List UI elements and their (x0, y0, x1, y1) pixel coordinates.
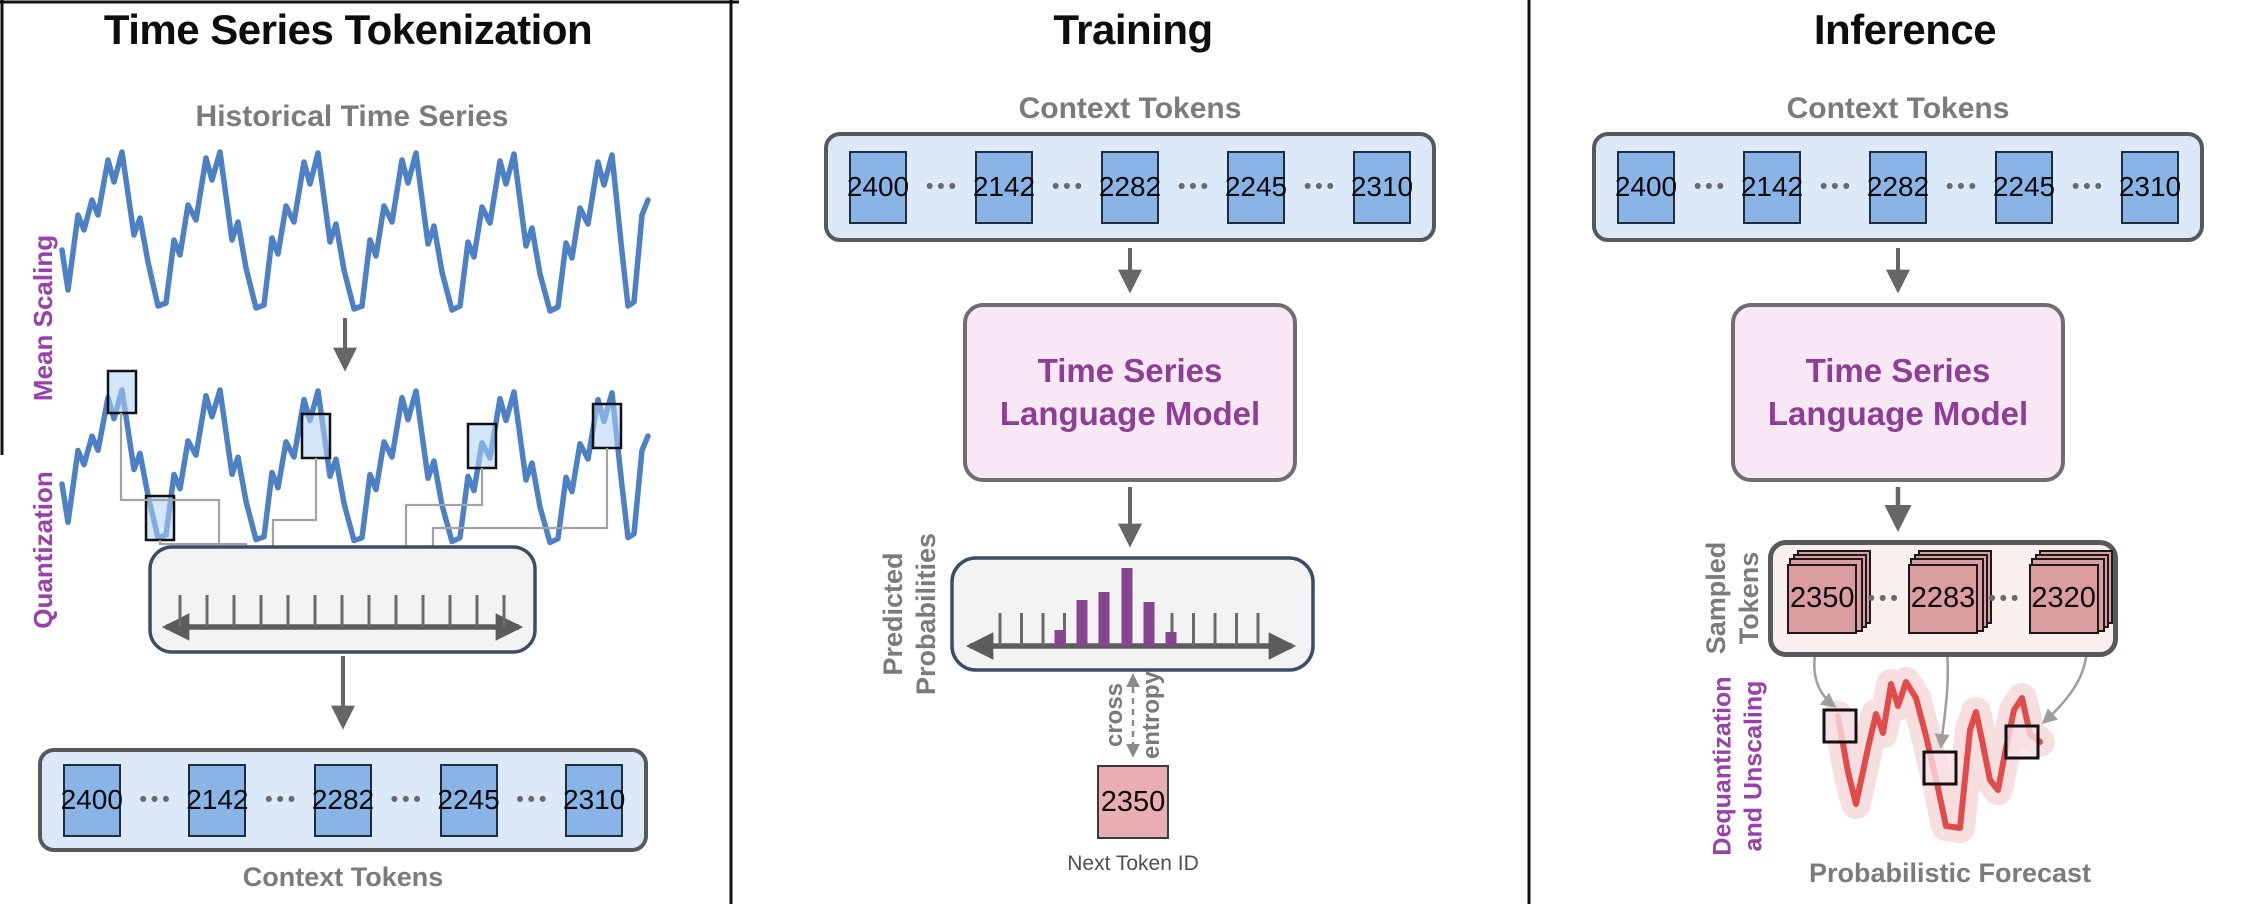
quantization-ticks (178, 595, 506, 627)
sampled-token-stack: 2320 (2028, 563, 2099, 634)
token: 2245 (1225, 150, 1287, 224)
token: 2400 (1615, 150, 1677, 224)
context-tokens-label-training: Context Tokens (1018, 92, 1242, 125)
probabilistic-forecast-label: Probabilistic Forecast (1808, 858, 2092, 888)
ellipsis-dots: ••• (925, 175, 960, 198)
ellipsis-dots: ••• (390, 788, 425, 811)
model-label-line2: Language Model (999, 394, 1261, 432)
ellipsis-dots: ••• (1945, 175, 1980, 198)
histogram-bar (1121, 568, 1133, 646)
predicted-probabilities-label: Predicted Probabilities (878, 532, 941, 696)
token: 2282 (312, 763, 374, 837)
ellipsis-dots: ••• (265, 788, 300, 811)
histogram-bar (1143, 602, 1155, 646)
context-tokens-box-tokenization: 2400 ••• 2142 ••• 2282 ••• 2245 ••• 2310 (38, 748, 648, 852)
model-label-line1: Time Series (1805, 351, 1991, 389)
panel-title-inference: Inference (1813, 6, 1997, 53)
context-tokens-label-inference: Context Tokens (1786, 92, 2010, 125)
token: 2142 (186, 763, 249, 837)
context-tokens-box-inference: 2400 ••• 2142 ••• 2282 ••• 2245 ••• 2310 (1592, 132, 2204, 242)
token: 2142 (1741, 150, 1803, 224)
token: 2245 (1993, 150, 2055, 224)
panel-title-tokenization: Time Series Tokenization (103, 6, 593, 53)
context-tokens-label-tokenization: Context Tokens (242, 862, 444, 892)
token: 2400 (61, 763, 123, 837)
ellipsis-dots: ••• (1693, 175, 1728, 198)
ellipsis-dots: ••• (516, 788, 551, 811)
model-label-line1: Time Series (1037, 351, 1223, 389)
ellipsis-dots: ••• (1867, 586, 1902, 610)
context-tokens-box-training: 2400 ••• 2142 ••• 2282 ••• 2245 ••• 2310 (824, 132, 1436, 242)
histogram-bar (1076, 600, 1088, 646)
mean-scaling-label: Mean Scaling (28, 234, 59, 402)
ellipsis-dots: ••• (1177, 175, 1212, 198)
histogram-bar (1098, 592, 1110, 646)
histogram-bars (1054, 568, 1177, 646)
panel-title-training: Training (1053, 6, 1213, 53)
ellipsis-dots: ••• (139, 788, 174, 811)
dequantized-point-boxes (1822, 708, 2040, 786)
quantization-label: Quantization (28, 471, 59, 629)
ellipsis-dots: ••• (1988, 586, 2023, 610)
ellipsis-dots: ••• (1051, 175, 1086, 198)
token: 2245 (437, 763, 500, 837)
ellipsis-dots: ••• (2071, 175, 2106, 198)
next-token-id-box: 2350 (1097, 765, 1169, 839)
dequantization-unscaling-label: Dequantization and Unscaling (1708, 676, 1768, 856)
token: 2310 (2119, 150, 2181, 224)
sampled-tokens-box: 2350 ••• 2283 ••• 2320 (1768, 540, 2118, 657)
token: 2282 (1099, 150, 1161, 224)
sampled-tokens-label: Sampled Tokens (1701, 541, 1764, 655)
ellipsis-dots: ••• (1303, 175, 1338, 198)
token: 2282 (1867, 150, 1929, 224)
cross-entropy-label: cross entropy (1100, 670, 1165, 760)
token: 2142 (973, 150, 1035, 224)
historical-series-line (59, 149, 651, 314)
time-series-language-model-inference: Time Series Language Model (1731, 303, 2065, 482)
token: 2310 (1351, 150, 1413, 224)
next-token-id-label: Next Token ID (1067, 852, 1199, 875)
ellipsis-dots: ••• (1819, 175, 1854, 198)
time-series-language-model-training: Time Series Language Model (963, 303, 1297, 482)
sampled-token-stack: 2350 (1787, 563, 1858, 634)
token: 2310 (563, 763, 625, 837)
histogram-bar (1054, 630, 1066, 646)
token: 2400 (847, 150, 909, 224)
model-label-line2: Language Model (1767, 394, 2029, 432)
sampled-token-stack: 2283 (1908, 563, 1978, 634)
historical-series-label: Historical Time Series (195, 100, 509, 133)
histogram-bar (1165, 632, 1177, 646)
